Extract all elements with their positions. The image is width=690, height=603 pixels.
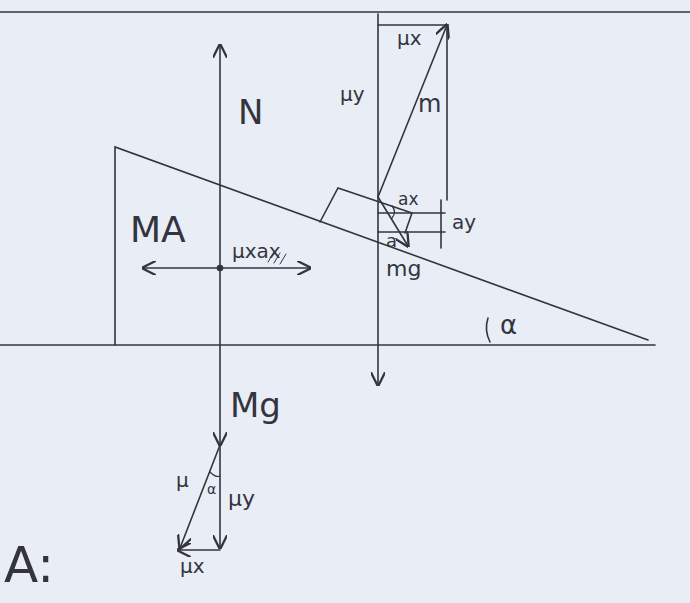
angle-arc	[392, 206, 395, 218]
force-label: Mg	[230, 388, 281, 422]
force-label: μy	[340, 84, 365, 104]
component-line	[440, 200, 442, 248]
force-label: ax	[398, 191, 418, 208]
force-label: mg	[386, 258, 421, 280]
force-vector	[180, 445, 220, 548]
force-arrow	[220, 267, 310, 269]
force-label: μy	[228, 488, 255, 510]
force-label: N	[238, 95, 263, 129]
angle-arc	[486, 318, 490, 342]
force-vector	[378, 25, 447, 197]
component-line	[446, 25, 448, 200]
component-line	[378, 212, 445, 214]
force-label: MA	[130, 212, 186, 248]
weight-arrow	[219, 268, 221, 445]
force-label: α	[207, 482, 216, 496]
normal-force-arrow	[219, 45, 221, 268]
force-label: μ	[176, 470, 189, 490]
inertia-arrow	[143, 267, 220, 269]
force-label: ay	[452, 212, 476, 232]
force-label: A:	[4, 540, 54, 590]
gravity-arrow	[377, 14, 379, 385]
angle-arc	[210, 472, 220, 477]
ground-line	[0, 344, 655, 346]
paper-line	[0, 11, 690, 13]
force-label: μx	[397, 28, 422, 48]
component-line	[378, 24, 447, 26]
force-label: a	[386, 232, 397, 250]
force-label: m	[418, 92, 441, 116]
force-label: α	[500, 312, 517, 338]
force-label: μx	[180, 556, 205, 576]
force-label: μxax	[232, 241, 281, 261]
component-arrow	[178, 549, 220, 551]
wedge	[115, 147, 648, 345]
component-arrow	[219, 445, 221, 548]
